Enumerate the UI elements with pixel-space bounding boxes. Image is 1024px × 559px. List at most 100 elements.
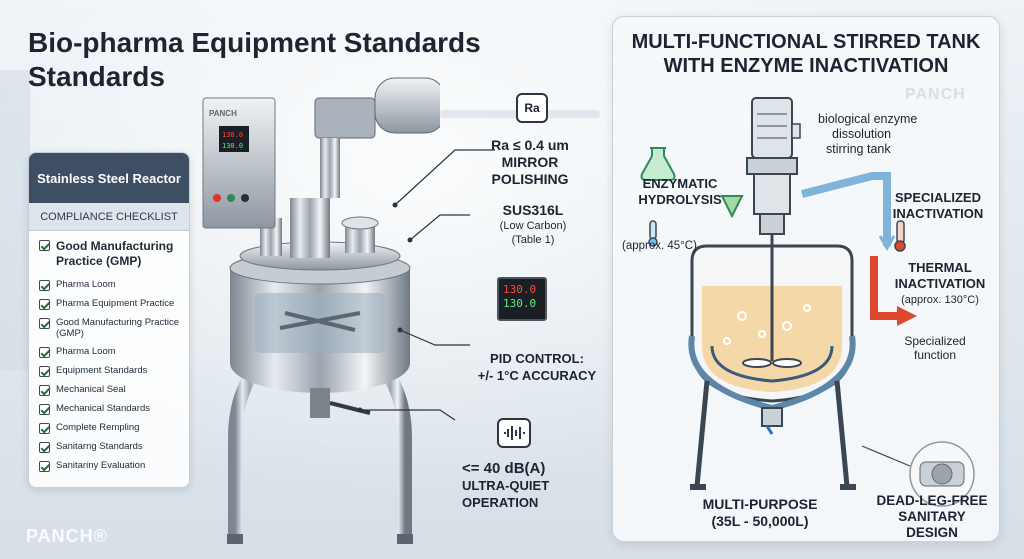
checklist-item: Pharma Loom — [29, 346, 189, 358]
footer-brand-logo: PANCH® — [26, 526, 108, 546]
checklist-item: Good Manufacturing Practice (GMP) — [29, 317, 189, 339]
diagram-gearbox — [753, 173, 791, 215]
specialized-line-1: SPECIALIZED — [895, 190, 981, 205]
sound-wave-icon — [497, 418, 531, 448]
multi-purpose-line-1: MULTI-PURPOSE — [702, 496, 818, 512]
checklist-item: Equipment Standards — [29, 365, 189, 377]
checklist-items: Good Manufacturing Practice (GMP) Pharma … — [29, 231, 189, 472]
diagram-pipe-hot — [870, 256, 902, 320]
checkbox-checked-icon — [39, 240, 50, 251]
gearbox — [314, 97, 376, 139]
roughness-value: Ra ≤ 0.4 um — [491, 137, 569, 153]
impeller — [279, 311, 361, 332]
checkbox-checked-icon — [39, 299, 50, 310]
checklist-item: Sanitarng Standards — [29, 441, 189, 453]
polish-line-1: MIRROR — [501, 154, 559, 170]
background-shelf-left — [0, 70, 30, 370]
diagram-arrow-green — [720, 195, 744, 219]
specialized-function-line-1: Specialized — [904, 334, 966, 348]
motor-label-1: biological enzyme — [818, 112, 918, 126]
pid-pv: 130.0 — [503, 283, 537, 296]
thermal-inactivation-label: THERMAL INACTIVATION (approx. 130°C) — [892, 260, 988, 308]
flask-icon — [640, 148, 676, 181]
specialized-function-label: Specialized function — [900, 334, 970, 362]
ra-icon-text: Ra — [524, 101, 540, 115]
specialized-inactivation-label: SPECIALIZED INACTIVATION — [888, 190, 988, 222]
checkbox-checked-icon — [39, 347, 50, 358]
thermal-temp: (approx. 130°C) — [901, 294, 979, 306]
checklist-item: Complete Rempling — [29, 422, 189, 434]
checklist-header: Stainless Steel Reactor — [29, 153, 189, 203]
checklist-item: Sanitariny Evaluation — [29, 460, 189, 472]
material-note-2: (Table 1) — [511, 234, 555, 246]
polish-line-2: POLISHING — [491, 171, 569, 187]
noise-line-2: OPERATION — [462, 495, 539, 510]
roughness-callout: Ra ≤ 0.4 um MIRROR POLISHING — [470, 137, 590, 188]
tank-diagram — [640, 97, 975, 507]
checklist-item-label: Sanitarng Standards — [56, 441, 143, 452]
noise-line-1: ULTRA-QUIET — [462, 478, 550, 493]
dead-leg-line-1: DEAD-LEG-FREE — [876, 493, 988, 508]
checklist-item: Mechanical Seal — [29, 384, 189, 396]
pid-callout: PID CONTROL: +/- 1°C ACCURACY — [462, 350, 612, 384]
button-black — [241, 194, 249, 202]
checkbox-checked-icon — [39, 366, 50, 377]
diagram-arrow-red — [897, 306, 917, 326]
specialized-line-2: INACTIVATION — [892, 206, 984, 221]
checkbox-checked-icon — [39, 404, 50, 415]
motor-label-3: stirring tank — [826, 142, 891, 156]
compliance-checklist-card: Stainless Steel Reactor COMPLIANCE CHECK… — [28, 152, 190, 488]
thermometer-cold-icon — [649, 220, 657, 240]
checklist-item-label: Mechanical Seal — [56, 384, 126, 395]
enzymatic-label: ENZYMATIC HYDROLYSIS — [630, 176, 730, 208]
pid-line-1: PID CONTROL: — [490, 351, 584, 366]
diagram-pipe-cold — [801, 172, 891, 246]
panel-title-line-1: MULTI-FUNCTIONAL STIRRED TANK — [631, 31, 981, 53]
control-box-brand: PANCH — [209, 109, 237, 118]
motor — [374, 77, 440, 134]
checklist-item: Mechanical Standards — [29, 403, 189, 415]
checklist-item-label: Pharma Loom — [56, 279, 116, 290]
checklist-item: Pharma Equipment Practice — [29, 298, 189, 310]
thermal-line-2: INACTIVATION — [894, 276, 986, 291]
checkbox-checked-icon — [39, 318, 50, 329]
checkbox-checked-icon — [39, 423, 50, 434]
checkbox-checked-icon — [39, 280, 50, 291]
button-red — [213, 194, 221, 202]
checkbox-checked-icon — [39, 442, 50, 453]
enzymatic-temp: (approx. 45°C) — [622, 240, 697, 252]
pid-controller-icon: 130.0 130.0 — [497, 277, 547, 321]
checklist-item: Good Manufacturing Practice (GMP) — [29, 239, 189, 269]
button-green — [227, 194, 235, 202]
reactor-illustration: PANCH 130.0 130.0 — [202, 77, 440, 544]
panel-title: MULTI-FUNCTIONAL STIRRED TANK WITH ENZYM… — [612, 30, 1000, 78]
dead-leg-line-2: SANITARY DESIGN — [898, 509, 966, 540]
diagram-motor — [751, 97, 793, 159]
material-value: SUS316L — [502, 202, 564, 218]
checkbox-checked-icon — [39, 385, 50, 396]
controller-display — [219, 126, 249, 152]
thermal-line-1: THERMAL — [908, 260, 972, 275]
enzymatic-line-2: HYDROLYSIS — [638, 192, 722, 207]
pid-line-2: +/- 1°C ACCURACY — [477, 368, 597, 383]
specialized-function-line-2: function — [913, 348, 957, 362]
material-callout: SUS316L (Low Carbon) (Table 1) — [488, 202, 578, 247]
motor-label: biological enzyme dissolution stirring t… — [818, 112, 917, 157]
ra-icon: Ra — [516, 93, 548, 123]
checklist-item-label: Equipment Standards — [56, 365, 148, 376]
dead-leg-free-label: DEAD-LEG-FREE SANITARY DESIGN — [872, 493, 992, 541]
svg-text:130.0: 130.0 — [222, 131, 243, 139]
multi-purpose-line-2: (35L - 50,000L) — [711, 513, 809, 529]
panel-title-line-2: WITH ENZYME INACTIVATION — [663, 55, 949, 77]
checklist-item: Pharma Loom — [29, 279, 189, 291]
material-note-1: (Low Carbon) — [499, 220, 567, 232]
thermometer-hot-icon — [896, 220, 905, 244]
noise-value: <= 40 dB(A) — [462, 460, 546, 477]
page-title: Bio-pharma Equipment Standards Standards — [28, 27, 481, 92]
checklist-item-label: Sanitariny Evaluation — [56, 460, 146, 471]
shaft-housing — [290, 198, 330, 258]
checklist-item-label: Pharma Equipment Practice — [56, 298, 175, 309]
checklist-item-label: Mechanical Standards — [56, 403, 150, 414]
checklist-item-label: Good Manufacturing Practice (GMP) — [56, 239, 174, 268]
